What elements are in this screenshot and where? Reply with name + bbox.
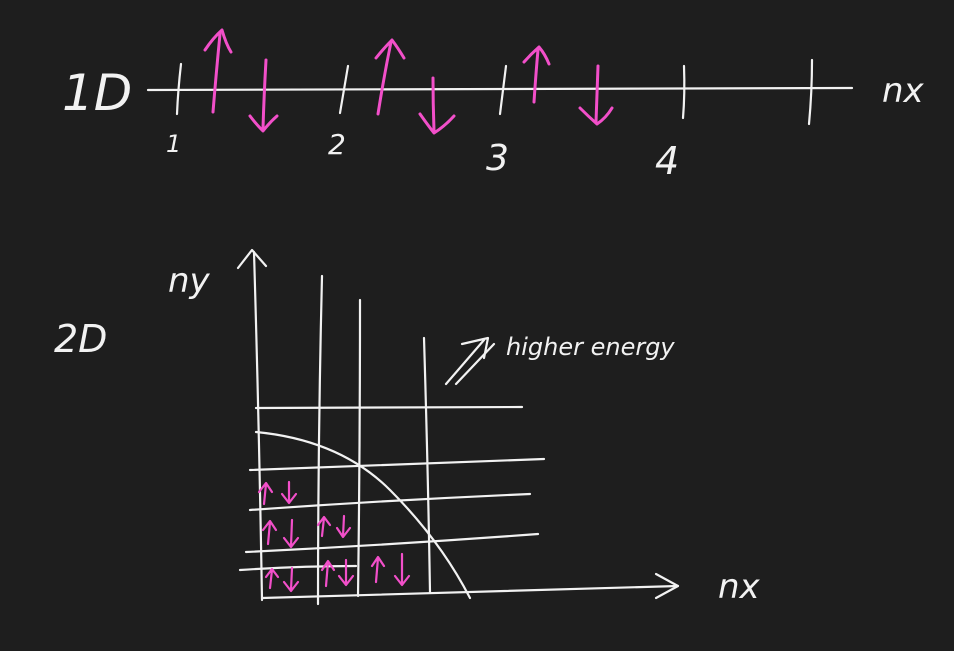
spin-up-arrow [320,559,336,588]
spin-up-arrow [261,519,278,546]
occupied-cells [257,480,411,593]
one-d-label: 1D [62,64,132,122]
nx-axis-label: nx [718,567,761,607]
higher-energy-label: higher energy [506,333,675,361]
spin-pair-cell [370,552,411,587]
spin-up-arrow [374,38,406,116]
spin-down-arrow [337,558,355,587]
spin-up-arrow [522,45,551,104]
spin-down-arrow [282,518,300,549]
spin-down-arrow [578,64,614,126]
spin-pair-cell [257,480,298,506]
nx-axis-arrowhead [654,572,680,600]
fermi-contour [254,430,472,600]
grid-line [238,564,358,572]
two-d-diagram: 2D ny nx higher energy [54,248,761,607]
grid-line [244,532,540,554]
spin-up-arrow [257,481,274,506]
tick-mark [175,62,183,116]
spin-down-arrow [393,552,411,587]
grid-line [422,336,432,594]
spin-up-arrow [203,28,233,114]
spin-pair-cell [316,514,352,539]
spin-down-arrow [282,566,300,593]
spin-down-arrow [280,480,298,505]
spin-pair-cell [261,518,300,549]
higher-energy-annotation: higher energy [444,333,675,386]
spin-pair-level-1 [203,28,279,133]
tick-label-1: 1 [166,130,181,158]
horizontal-grid-lines [238,405,546,572]
grid-line [248,457,546,472]
grid-line [316,274,324,606]
tick-mark [807,58,814,126]
tick-mark [338,64,350,115]
one-d-axis-label: nx [882,71,925,111]
ny-axis-label: ny [168,261,211,301]
grid-line [248,492,532,512]
spin-up-arrow [370,555,386,584]
spin-up-arrow [316,515,332,538]
vertical-grid-lines [316,274,432,606]
spin-pair-level-2 [374,38,456,135]
grid-line [356,298,362,598]
tick-mark [498,64,508,116]
one-d-axis-line [146,86,854,92]
grid-line [254,405,524,410]
one-d-diagram: 1D nx 1 2 3 4 [62,28,925,183]
nx-axis [260,584,680,600]
spin-pair-cell [320,558,355,588]
spin-down-arrow [418,76,456,135]
two-d-label: 2D [54,317,107,361]
spin-down-arrow [248,58,279,133]
direction-arrows-icon [444,336,496,386]
one-d-tick-marks [175,58,814,126]
tick-label-4: 4 [655,139,679,183]
spin-down-arrow [335,514,352,539]
spin-up-arrow [264,567,280,590]
tick-label-2: 2 [328,128,346,161]
tick-label-3: 3 [486,138,509,179]
spin-pair-cell [264,566,300,593]
spin-pair-level-3 [522,45,614,126]
tick-mark [681,64,686,120]
ny-axis-arrowhead [236,248,268,270]
ny-axis [252,250,264,602]
